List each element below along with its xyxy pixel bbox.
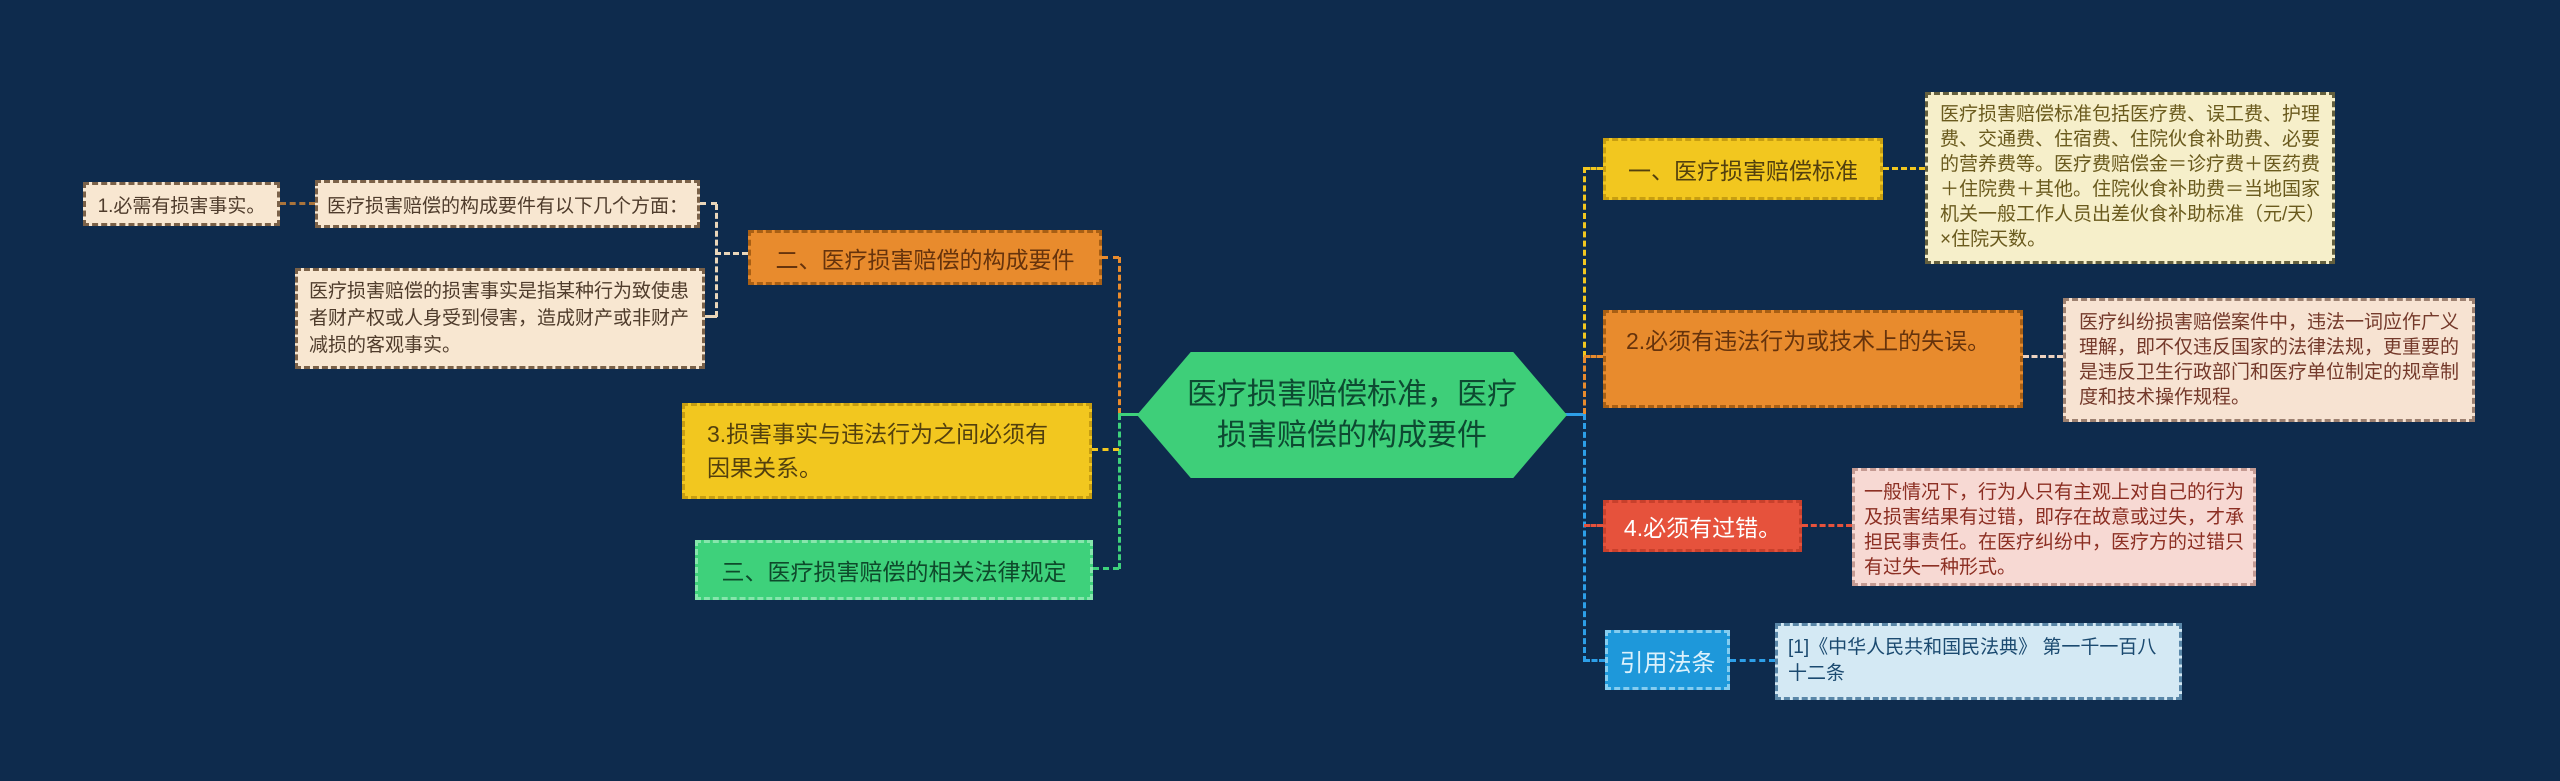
connector-lawref-lawdesc (1730, 659, 1775, 662)
connector-factdesc-stub (705, 315, 717, 318)
connector-item2-trunk (1584, 355, 1603, 358)
connector-right-trunk-yellow (1583, 167, 1586, 357)
connector-branch1-stddesc (1883, 167, 1925, 170)
node-cited-law-label[interactable]: 引用法条 (1605, 630, 1730, 690)
node-branch2-constitutive-elements[interactable]: 二、医疗损害赔偿的构成要件 (748, 230, 1102, 285)
node-cited-law-text[interactable]: [1]《中华人民共和国民法典》 第一千一百八十二条 (1775, 623, 2182, 700)
connector-item1-aspects (280, 202, 315, 205)
connector-right-trunk-blue (1583, 414, 1586, 662)
node-illegal-act-desc[interactable]: 医疗纠纷损害赔偿案件中，违法一词应作广义理解，即不仅违反国家的法律法规，更重要的… (2063, 298, 2475, 422)
connector-item3-trunk (1092, 448, 1119, 451)
connector-left-trunk-orange (1118, 257, 1121, 414)
connector-central-left (1118, 413, 1140, 416)
connector-branch3-trunk (1093, 567, 1119, 570)
node-aspects-intro[interactable]: 医疗损害赔偿的构成要件有以下几个方面： (315, 180, 700, 228)
connector-lawref-trunk (1584, 659, 1605, 662)
connector-left-subtrunk (715, 204, 718, 317)
node-branch1-compensation-standard[interactable]: 一、医疗损害赔偿标准 (1603, 138, 1883, 200)
connector-central-right (1564, 413, 1586, 416)
connector-left-trunk-green (1118, 414, 1121, 569)
node-damage-fact-desc[interactable]: 医疗损害赔偿的损害事实是指某种行为致使患者财产权或人身受到侵害，造成财产或非财产… (295, 268, 705, 369)
node-fault-desc[interactable]: 一般情况下，行为人只有主观上对自己的行为及损害结果有过错，即存在故意或过失，才承… (1852, 468, 2256, 586)
connector-branch2-trunk (1102, 256, 1119, 259)
connector-right-trunk-orange (1583, 357, 1586, 414)
mindmap-central-topic[interactable]: 医疗损害赔偿标准，医疗损害赔偿的构成要件 (1137, 352, 1567, 478)
node-fault-item[interactable]: 4.必须有过错。 (1603, 500, 1802, 552)
node-damage-fact-item[interactable]: 1.必需有损害事实。 (83, 182, 280, 226)
connector-subtrunk-branch2 (715, 252, 748, 255)
connector-item2-illdesc (2023, 355, 2063, 358)
connector-branch1-trunk (1584, 167, 1603, 170)
node-illegal-act-item[interactable]: 2.必须有违法行为或技术上的失误。 (1603, 310, 2023, 408)
connector-item4-fltdesc (1802, 524, 1852, 527)
node-standard-desc[interactable]: 医疗损害赔偿标准包括医疗费、误工费、护理费、交通费、住宿费、住院伙食补助费、必要… (1925, 92, 2335, 264)
connector-aspects-stub (700, 202, 717, 205)
node-causation-item[interactable]: 3.损害事实与违法行为之间必须有因果关系。 (682, 403, 1092, 499)
connector-item4-trunk (1584, 524, 1603, 527)
node-branch3-legal-provisions[interactable]: 三、医疗损害赔偿的相关法律规定 (695, 540, 1093, 600)
